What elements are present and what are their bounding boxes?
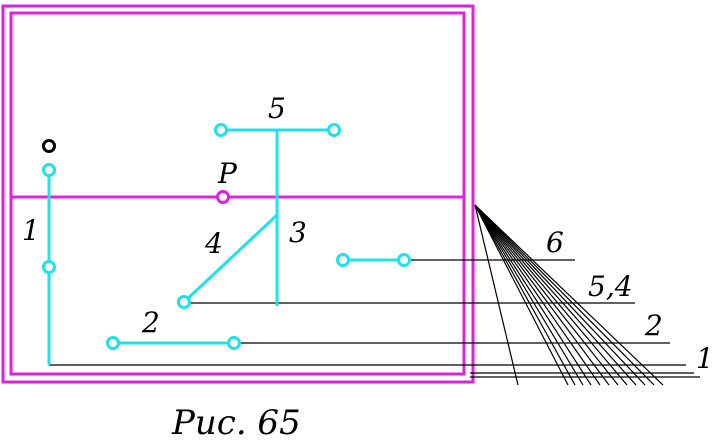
label-segment-4: 4 — [204, 227, 223, 260]
endpoint-2-right — [227, 336, 241, 350]
label-segment-1: 1 — [22, 214, 40, 247]
endpoint-1-mid — [42, 260, 56, 274]
frame-inner — [9, 11, 466, 376]
fan-ray — [474, 204, 601, 386]
point-p-marker — [216, 190, 230, 204]
label-segment-5: 5 — [268, 92, 286, 125]
projection-lines — [49, 204, 700, 386]
label-point-p: P — [217, 157, 238, 190]
fan-ray — [474, 204, 628, 386]
segments — [42, 123, 411, 365]
frame-outer — [1, 4, 475, 384]
segment-4 — [182, 213, 279, 304]
label-ray-1: 1 — [696, 342, 714, 375]
fan-ray — [474, 204, 655, 386]
figure-caption: Рис. 65 — [171, 403, 301, 440]
fan-ray — [474, 204, 646, 386]
label-ray-6: 6 — [546, 226, 564, 259]
fan-ray — [474, 204, 610, 386]
endpoint-6-left — [336, 253, 350, 267]
fan-ray — [474, 204, 592, 386]
endpoint-2-left — [106, 336, 120, 350]
label-segment-3: 3 — [289, 216, 307, 249]
fan-ray — [474, 204, 664, 386]
fan-ray — [474, 204, 569, 386]
label-ray-5-4: 5,4 — [588, 270, 633, 303]
fan-ray — [474, 204, 519, 386]
endpoint-1-top — [42, 163, 56, 177]
fan-ray — [474, 204, 619, 386]
black-point — [42, 139, 56, 153]
endpoint-5-left — [214, 123, 228, 137]
endpoint-5-right — [327, 123, 341, 137]
fan-ray — [474, 204, 637, 386]
endpoint-4-bottom — [177, 295, 191, 309]
fan-ray — [474, 204, 584, 386]
fan-ray — [474, 204, 576, 386]
endpoint-6-right — [397, 253, 411, 267]
ray-fan — [474, 204, 664, 386]
picture-frame — [1, 4, 475, 384]
label-ray-2: 2 — [644, 309, 663, 342]
label-segment-2: 2 — [141, 306, 160, 339]
